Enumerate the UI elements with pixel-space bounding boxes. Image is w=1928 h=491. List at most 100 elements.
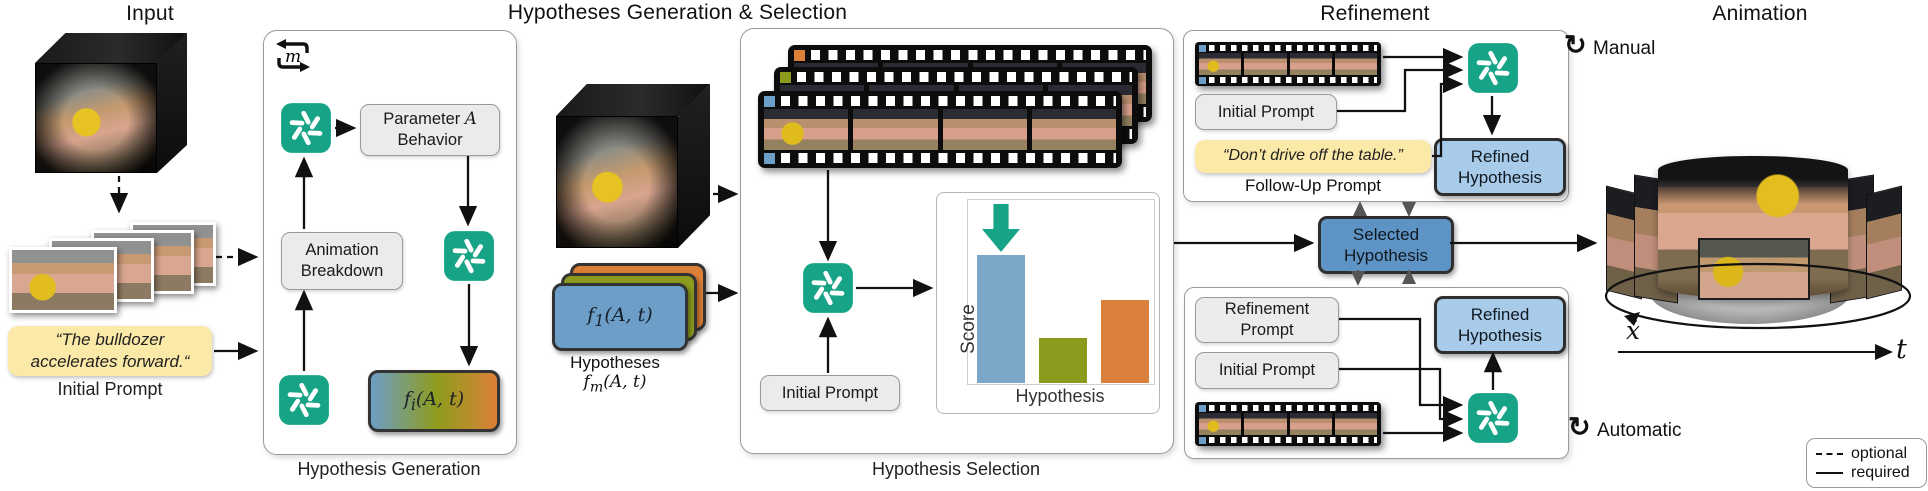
legend-row-required: required <box>1816 463 1917 482</box>
sprocket-row <box>794 50 1146 61</box>
followup-prompt-label: Follow-Up Prompt <box>1244 176 1382 195</box>
cylinder-inset-photo <box>1698 238 1810 300</box>
loop-count-label: m <box>285 47 301 67</box>
refinement-prompt-box: Refinement Prompt <box>1195 297 1339 343</box>
score-bar <box>1039 338 1087 383</box>
hypothesis-tag-olive <box>780 72 791 83</box>
video-frame <box>1244 413 1287 435</box>
rotation-orbit <box>1604 262 1912 330</box>
gpt-icon <box>1467 42 1519 94</box>
repeat-m-icon: m <box>276 39 310 72</box>
heading-refinement: Refinement <box>1320 2 1430 25</box>
initial-prompt-box-manual: Initial Prompt <box>1195 94 1337 130</box>
hypothesis-tag-blue <box>1199 76 1206 84</box>
fm-label: fm(A, t) <box>545 372 685 395</box>
refined-hypothesis-box-manual: Refined Hypothesis <box>1434 138 1566 196</box>
refined-line1: Refined <box>1470 146 1530 166</box>
scene-cube <box>556 84 710 248</box>
hypothesis-tag-blue <box>764 96 775 107</box>
refinement-prompt-line2: Prompt <box>1240 321 1294 339</box>
fm-base: f <box>583 372 590 392</box>
t-axis-label: t <box>1896 334 1907 365</box>
cube-front-face-photo <box>35 63 157 173</box>
f1-label: f1(A, t) <box>587 304 652 330</box>
fm-math: fm(A, t) <box>583 372 647 396</box>
hypothesis-selection-caption: Hypothesis Selection <box>871 459 1041 479</box>
loop-icon: ↻ <box>1564 30 1587 60</box>
cube-front-face-photo <box>556 116 678 248</box>
loop-icon: ↻ <box>1568 412 1591 442</box>
film-strip-refinement-bottom <box>1195 402 1381 446</box>
refined-hypothesis-box-automatic: Refined Hypothesis <box>1434 296 1566 354</box>
sprocket-row <box>764 152 1116 164</box>
heading-input: Input <box>126 2 174 25</box>
heading-generation-selection: Hypotheses Generation & Selection <box>507 1 848 24</box>
fi-args: (A, t) <box>415 388 465 411</box>
breakdown-line1: Animation <box>305 241 379 260</box>
manual-label: Manual <box>1593 38 1656 59</box>
hypothesis-generation-caption: Hypothesis Generation <box>297 459 481 479</box>
gpt-icon <box>802 262 854 314</box>
prompt-line: accelerates forward.“ <box>30 352 190 371</box>
fm-args: (A, t) <box>603 372 647 392</box>
hypothesis-tag-orange <box>794 50 805 61</box>
sprocket-row <box>764 96 1116 107</box>
score-bar <box>1101 300 1149 383</box>
refinement-prompt-line1: Refinement <box>1224 300 1310 319</box>
frame-row <box>764 109 1116 150</box>
fm-sub: m <box>589 379 604 396</box>
film-strip-blue <box>758 91 1122 168</box>
automatic-label: Automatic <box>1597 420 1682 441</box>
gpt-icon <box>280 102 332 154</box>
initial-prompt-box-automatic: Initial Prompt <box>1195 352 1339 389</box>
video-frame <box>1289 53 1332 75</box>
f1-base: f <box>587 304 595 327</box>
followup-text: “Don’t drive off the table.” <box>1223 147 1403 165</box>
gpt-icon <box>1467 392 1519 444</box>
selected-line2: Hypothesis <box>1343 246 1429 265</box>
sprocket-row <box>1199 436 1377 444</box>
hypothesis-function-box: fi(A, t) <box>368 370 500 432</box>
line-style-legend: optional required <box>1806 438 1927 488</box>
heading-animation: Animation <box>1712 2 1808 25</box>
video-frame <box>1244 53 1287 75</box>
video-frame <box>764 109 849 150</box>
video-frame <box>1031 109 1116 150</box>
f1-sub: 1 <box>594 310 605 330</box>
breakdown-line2: Breakdown <box>300 262 384 280</box>
sprocket-row <box>1199 76 1377 84</box>
sprocket-row <box>1199 45 1377 52</box>
initial-prompt-box-selection: Initial Prompt <box>760 375 900 411</box>
parameter-behavior-box: Parameter A Behavior <box>360 104 500 156</box>
video-frame <box>853 109 938 150</box>
parameter-variable: A <box>464 109 477 129</box>
legend-required-label: required <box>1851 463 1910 481</box>
t-text: t <box>1896 334 1907 365</box>
selected-hypothesis-box: Selected Hypothesis <box>1318 216 1454 274</box>
score-chart-panel: Score Hypothesis <box>936 192 1160 414</box>
initial-prompt-text: Initial Prompt <box>781 383 879 402</box>
score-bar <box>977 255 1025 383</box>
film-strip-refinement-top <box>1195 42 1381 86</box>
hypothesis-tag-blue <box>1199 405 1206 412</box>
parameter-text: Parameter <box>383 110 465 129</box>
initial-prompt-text: Initial Prompt <box>1218 361 1316 380</box>
video-frame <box>1334 413 1377 435</box>
gpt-icon <box>278 374 330 426</box>
solid-line-sample <box>1816 471 1843 474</box>
legend-row-optional: optional <box>1816 444 1917 463</box>
parameter-line1: Parameter A <box>383 109 477 130</box>
hypothesis-axis-label: Hypothesis <box>1015 386 1105 406</box>
initial-prompt-text: Initial Prompt <box>1217 102 1315 121</box>
sprocket-row <box>1199 405 1377 412</box>
video-frame <box>1199 413 1242 435</box>
video-frame <box>1289 413 1332 435</box>
legend-optional-label: optional <box>1851 444 1908 462</box>
initial-prompt-label: Initial Prompt <box>57 379 163 399</box>
f1-args: (A, t) <box>604 304 653 327</box>
video-frame <box>1199 53 1242 75</box>
frame-row <box>1199 413 1377 435</box>
sprocket-row <box>780 72 1132 83</box>
behavior-text: Behavior <box>397 131 463 149</box>
fi-label: fi(A, t) <box>404 388 464 414</box>
